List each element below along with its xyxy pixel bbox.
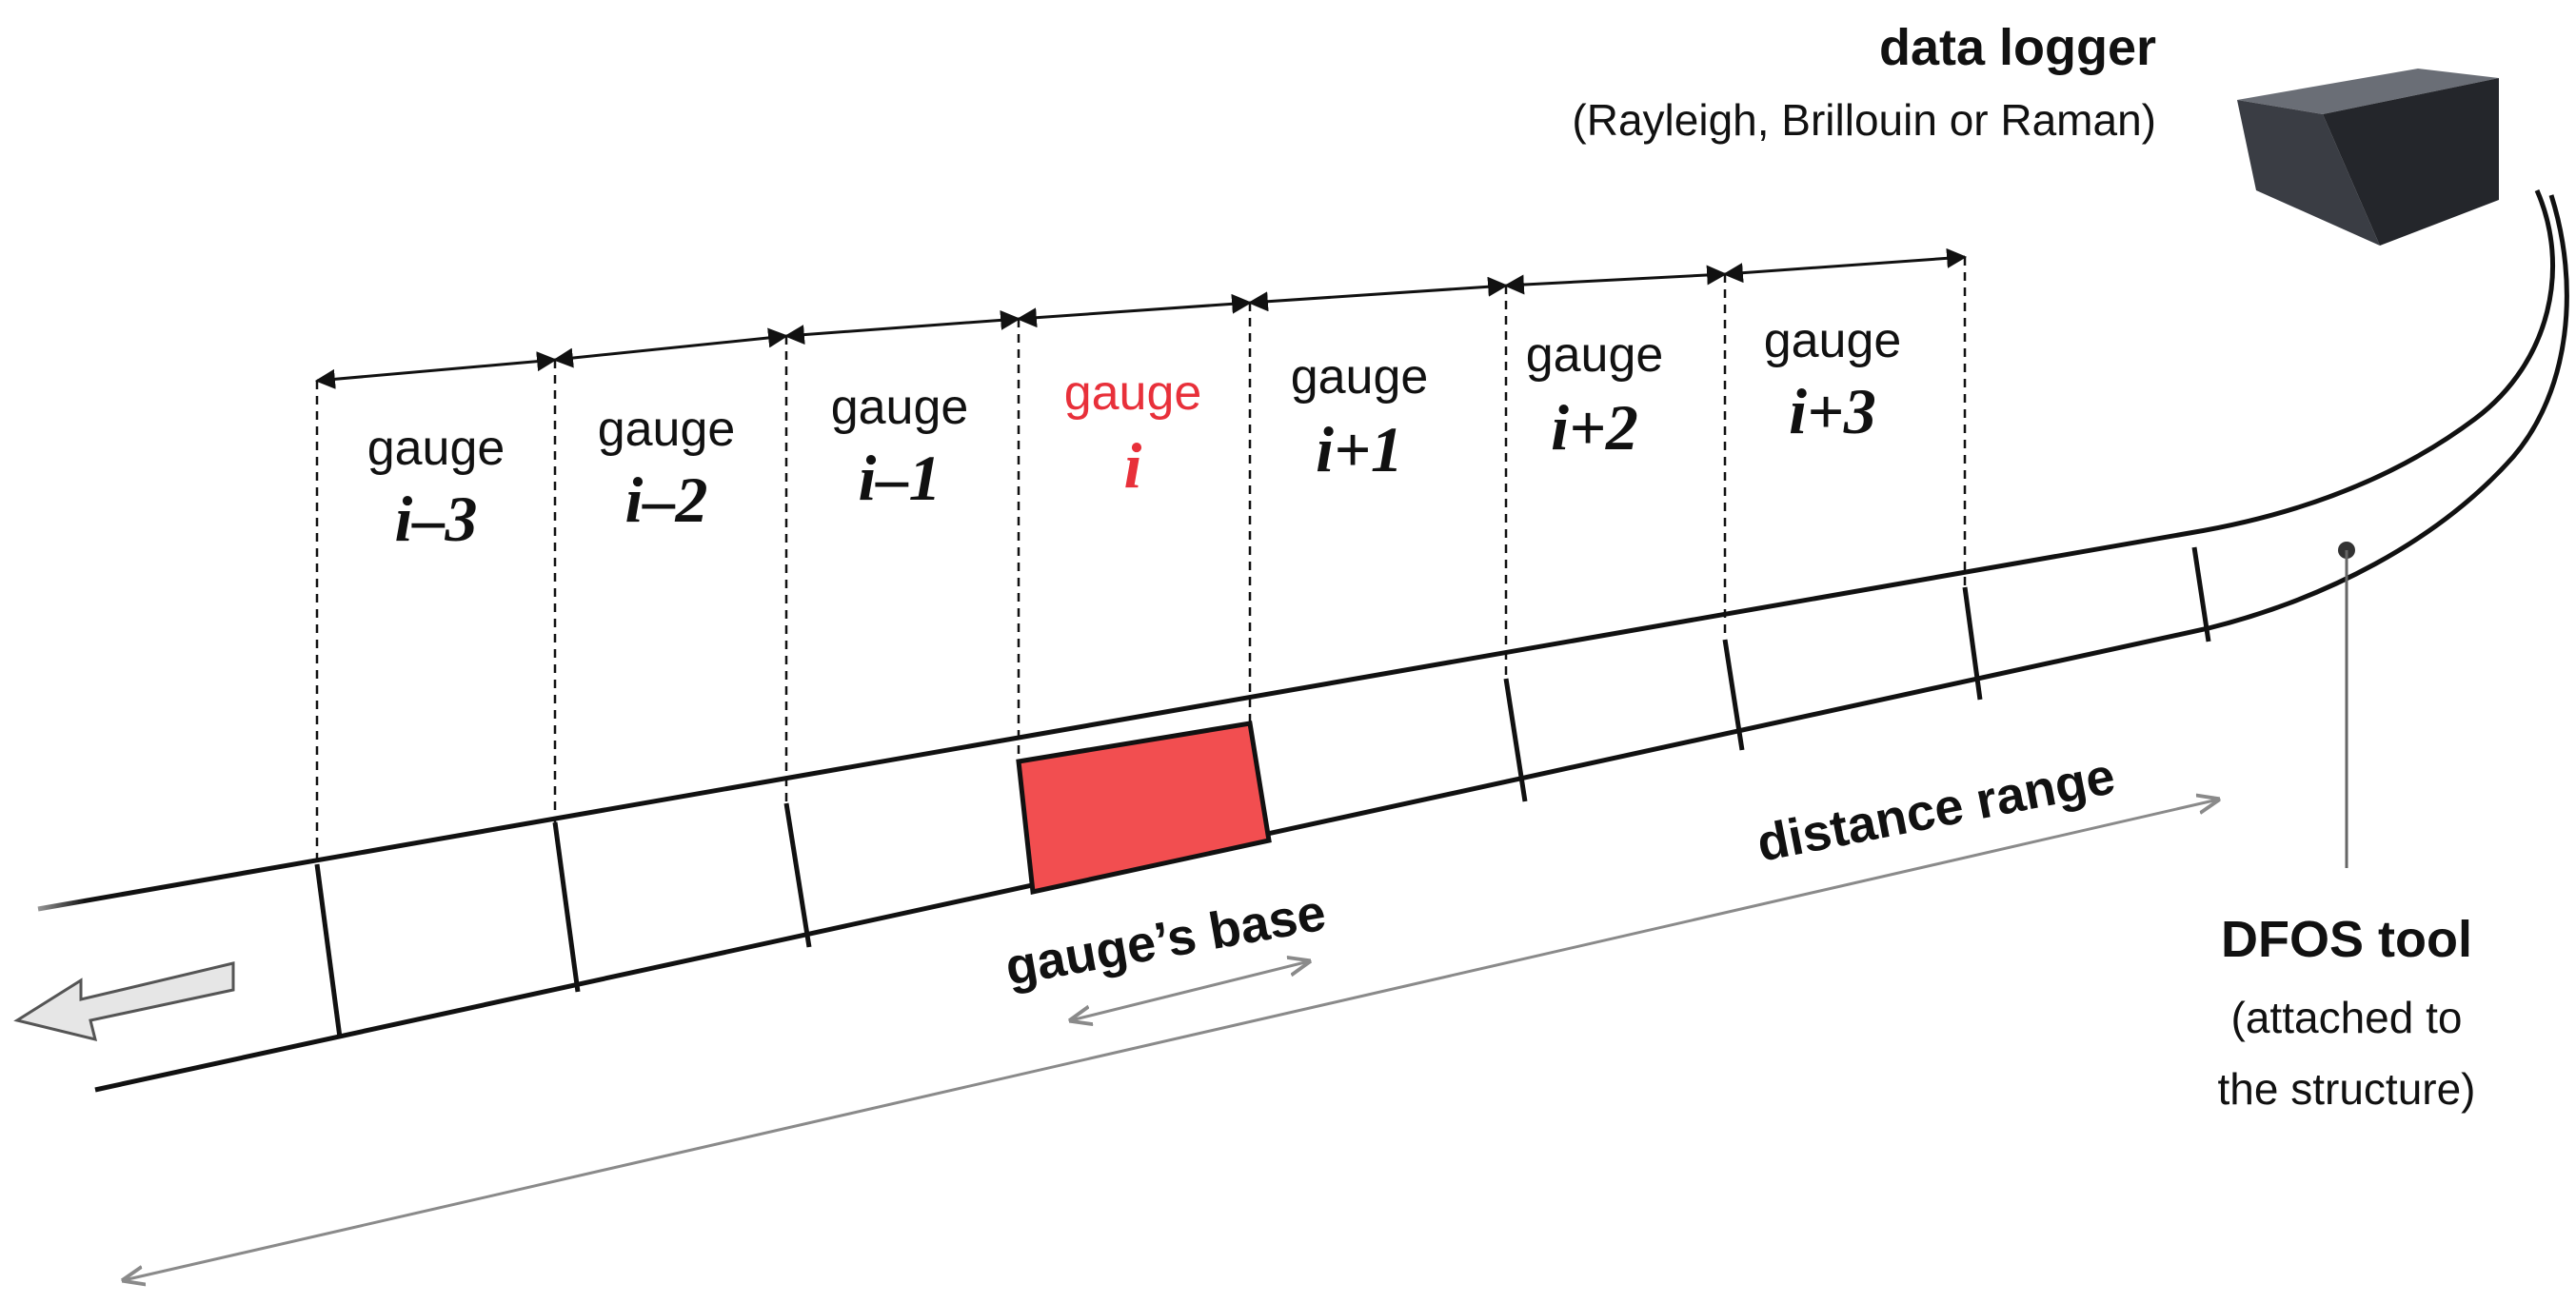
gauge-word-6: gauge	[1764, 313, 1902, 368]
distance-range-label: distance range	[1753, 747, 2120, 873]
data-logger-box-icon	[2237, 69, 2499, 246]
gauge-word-0: gauge	[367, 421, 505, 476]
data-logger-subtitle: (Rayleigh, Brillouin or Raman)	[1572, 95, 2156, 145]
gauge-label-4: gauge i+1	[1291, 349, 1429, 485]
fiber-tape	[0, 188, 2569, 1114]
gauge-index-1: i–2	[625, 464, 708, 536]
gauge-index-0: i–3	[395, 483, 478, 555]
fiber-top-edge	[37, 188, 2555, 912]
dfos-tool-title: DFOS tool	[2221, 911, 2472, 968]
gauge-label-2: gauge i–1	[831, 380, 969, 514]
fiber-bottom-edge	[94, 194, 2569, 1093]
gauge-dimension-arrows	[314, 247, 1968, 389]
distance-range-arrow	[124, 800, 2218, 1280]
gauge-word-5: gauge	[1526, 327, 1664, 383]
gauge-index-3: i	[1124, 429, 1142, 502]
data-logger-title: data logger	[1879, 19, 2156, 76]
dfos-tool-line1: (attached to	[2231, 993, 2463, 1042]
dfos-tool-line2: the structure)	[2218, 1064, 2476, 1114]
gauge-word-1: gauge	[598, 402, 736, 457]
gauge-word-3: gauge	[1064, 366, 1202, 421]
gauge-word-4: gauge	[1291, 349, 1429, 405]
gauge-index-4: i+1	[1316, 413, 1403, 485]
gauge-base-label: gauge’s base	[1001, 884, 1330, 997]
gauge-label-1: gauge i–2	[598, 402, 736, 536]
gauge-index-5: i+2	[1551, 391, 1638, 464]
gauge-label-3-active: gauge i	[1064, 366, 1202, 502]
extension-lines	[315, 257, 1967, 864]
gauge-label-6: gauge i+3	[1764, 313, 1902, 447]
gauge-label-5: gauge i+2	[1526, 327, 1664, 464]
gauge-label-0: gauge i–3	[367, 421, 505, 555]
gauge-index-2: i–1	[859, 442, 941, 514]
gauge-word-2: gauge	[831, 380, 969, 435]
gauge-index-6: i+3	[1789, 375, 1876, 447]
active-gauge-cell	[1016, 721, 1272, 896]
